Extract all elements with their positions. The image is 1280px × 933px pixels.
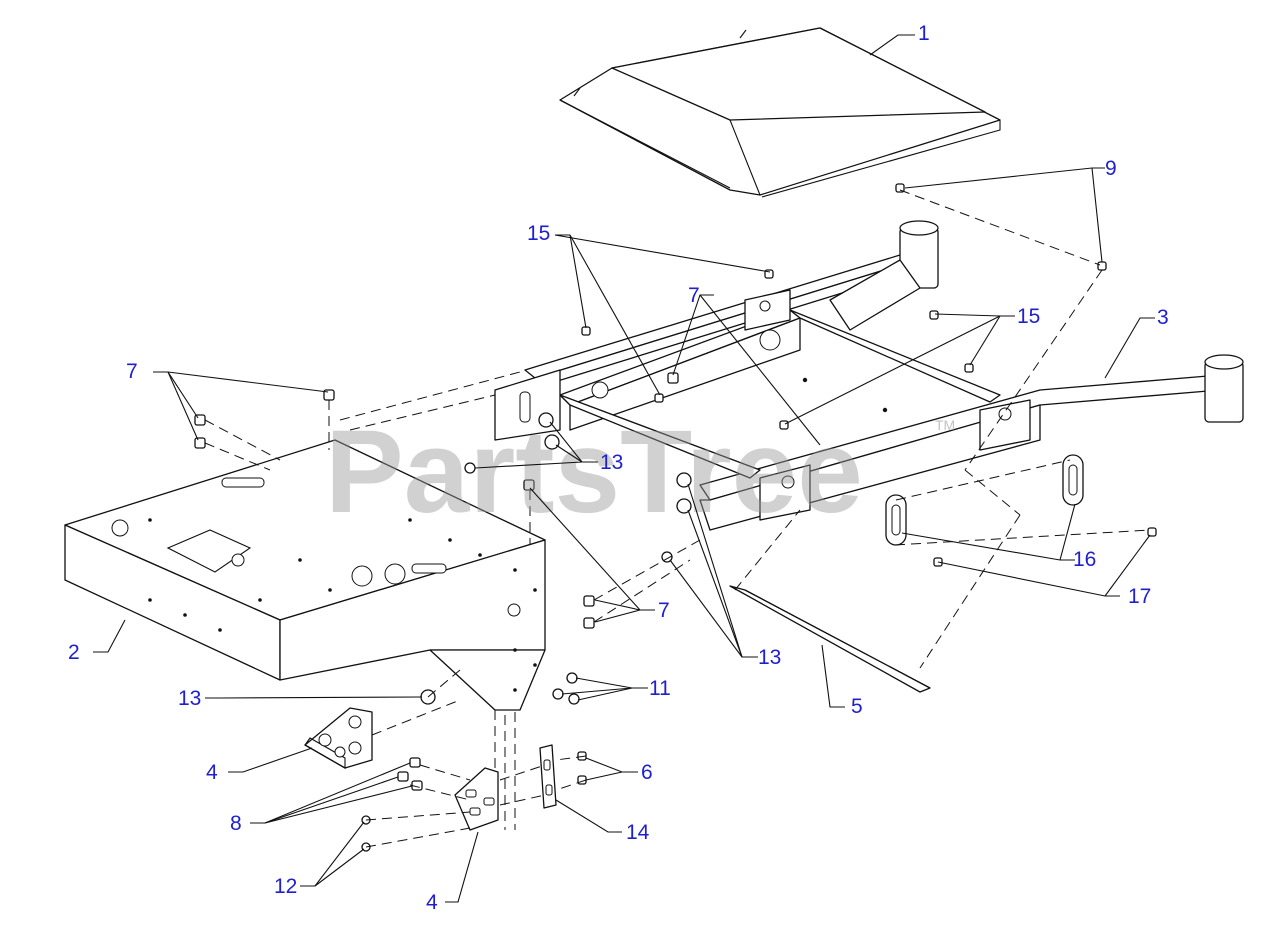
- callout-12[interactable]: 12: [274, 875, 297, 898]
- parts-tree-watermark: PartsTree TM: [325, 406, 955, 538]
- callout-4-upper[interactable]: 4: [206, 761, 218, 784]
- callout-17[interactable]: 17: [1128, 585, 1151, 608]
- callout-labels: 1 2 3 4 4 5 6 7 7 7 8 9 11 12 13 13 13 1…: [68, 22, 1169, 914]
- part-4-bracket-lower[interactable]: [454, 767, 499, 831]
- callout-1[interactable]: 1: [918, 22, 930, 45]
- part-3-main-frame[interactable]: [494, 220, 1244, 531]
- callout-15-right[interactable]: 15: [1017, 305, 1040, 328]
- watermark-text: PartsTree: [325, 406, 863, 538]
- part-14-spacer[interactable]: [539, 744, 557, 809]
- part-4-bracket-upper[interactable]: [304, 707, 373, 769]
- part-5-skid-bar[interactable]: [729, 585, 931, 693]
- callout-2[interactable]: 2: [68, 641, 80, 664]
- callout-4-lower[interactable]: 4: [426, 891, 438, 914]
- callout-13-right[interactable]: 13: [758, 646, 781, 669]
- callout-7-top[interactable]: 7: [688, 284, 700, 307]
- part-2-frame-plate[interactable]: [64, 439, 546, 711]
- watermark-trademark: TM: [935, 417, 955, 433]
- callout-leader-lines: [93, 34, 1155, 903]
- callout-7-left[interactable]: 7: [126, 360, 138, 383]
- callout-3[interactable]: 3: [1157, 306, 1169, 329]
- callout-5[interactable]: 5: [851, 695, 863, 718]
- hardware-fasteners[interactable]: [194, 183, 1157, 852]
- callout-11[interactable]: 11: [649, 677, 671, 700]
- assembly-dashed-lines: [204, 189, 1151, 848]
- callout-7-middle[interactable]: 7: [658, 599, 670, 622]
- part-16-links[interactable]: [885, 454, 1084, 546]
- callout-15-left[interactable]: 15: [527, 222, 550, 245]
- callout-14[interactable]: 14: [626, 821, 650, 844]
- callout-16[interactable]: 16: [1073, 548, 1096, 571]
- callout-9[interactable]: 9: [1105, 157, 1117, 180]
- callout-13-top[interactable]: 13: [600, 451, 623, 474]
- callout-8[interactable]: 8: [230, 812, 242, 835]
- callout-6[interactable]: 6: [641, 761, 653, 784]
- part-1-cover[interactable]: [559, 27, 1001, 198]
- callout-13-left[interactable]: 13: [178, 687, 201, 710]
